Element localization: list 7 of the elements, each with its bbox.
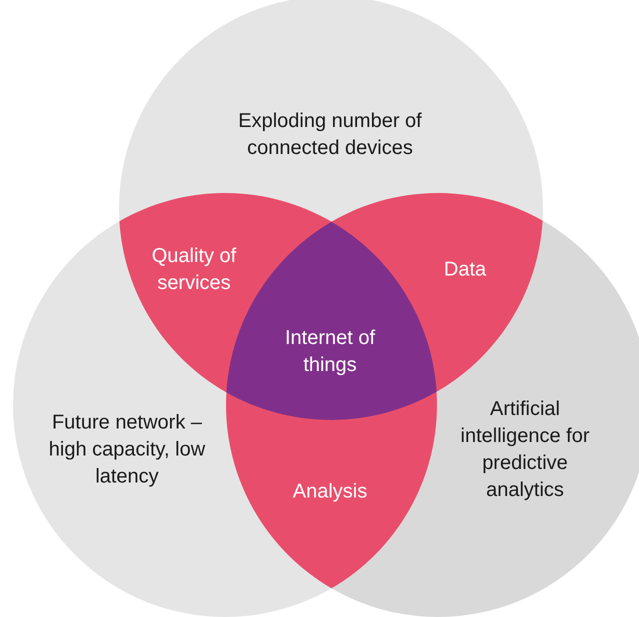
region-label: Exploding number of connected devices <box>210 108 450 162</box>
region-label: Internet of things <box>265 325 395 379</box>
region-label: Future network – high capacity, low latency <box>47 410 207 490</box>
region-label: Data <box>415 256 515 284</box>
region-label: Analysis <box>270 478 390 506</box>
region-label: Quality of services <box>134 243 254 297</box>
region-label: Artificial intelligence for predictive analytics <box>445 396 605 504</box>
